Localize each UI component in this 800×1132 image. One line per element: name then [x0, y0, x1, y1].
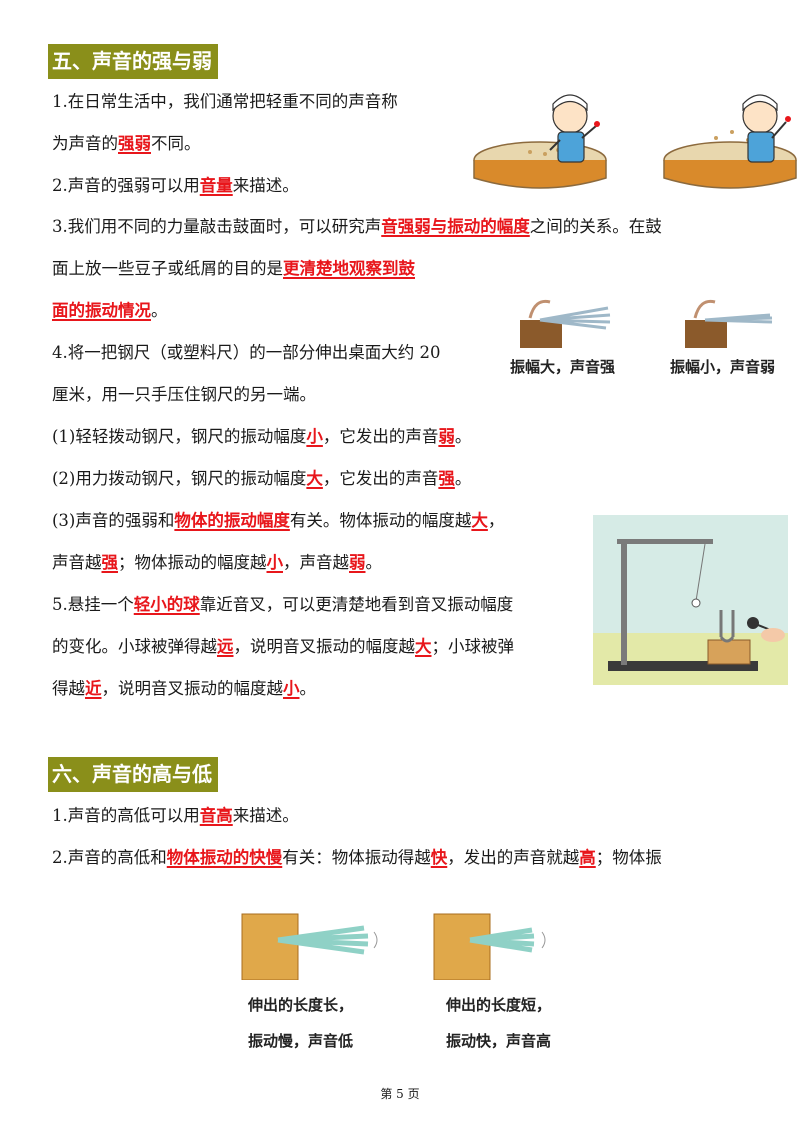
body-text: 的变化。小球被弹得越	[52, 637, 217, 656]
ruler-amplitude-illustration: 振幅大，声音强 振幅小，声音弱	[500, 290, 790, 382]
paragraph-line: (1)轻轻拨动钢尺，钢尺的振动幅度小，它发出的声音弱。	[52, 425, 471, 449]
section-heading-5: 五、声音的强与弱	[48, 44, 218, 79]
answer-text: 物体的振动幅度	[174, 511, 290, 530]
body-text: 。	[365, 553, 383, 572]
ruler-pitch-image	[241, 913, 546, 980]
answer-text: 强弱	[118, 134, 151, 153]
body-text: 1.在日常生活中，我们通常把轻重不同的声音称	[52, 92, 398, 111]
body-text: ；物体振	[595, 848, 662, 867]
paragraph-line: 为声音的强弱不同。	[52, 132, 201, 156]
heading-text: 五、声音的强与弱	[52, 49, 212, 73]
answer-text: 近	[85, 679, 102, 698]
answer-text: 面的振动情况	[52, 301, 151, 320]
answer-text: 小	[283, 679, 300, 698]
body-text: (2)用力拨动钢尺，钢尺的振动幅度	[52, 469, 307, 488]
body-text: 之间的关系。在鼓	[529, 217, 662, 236]
body-text: (1)轻轻拨动钢尺，钢尺的振动幅度	[52, 427, 307, 446]
body-text: 有关：物体振动得越	[282, 848, 431, 867]
answer-text: 大	[471, 511, 488, 530]
answer-text: 强	[438, 469, 455, 488]
ruler-caption-left: 振幅大，声音强	[510, 358, 616, 376]
body-text: 。	[151, 301, 168, 320]
paragraph-line: 3.我们用不同的力量敲击鼓面时，可以研究声音强弱与振动的幅度之间的关系。在鼓	[52, 215, 662, 239]
paragraph-line: 得越近，说明音叉振动的幅度越小。	[52, 677, 316, 701]
answer-text: 音强弱与振动的幅度	[381, 217, 530, 236]
paragraph-line: 的变化。小球被弹得越远，说明音叉振动的幅度越大；小球被弹	[52, 635, 514, 659]
ruler-amplitude-image	[520, 299, 773, 348]
pitch-caption-right-line1: 伸出的长度短，	[446, 996, 552, 1014]
body-text: ，说明音叉振动的幅度越	[101, 679, 284, 698]
tuning-fork-illustration	[593, 515, 788, 685]
body-text: ，它发出的声音	[322, 469, 439, 488]
body-text: 面上放一些豆子或纸屑的目的是	[52, 259, 283, 278]
answer-text: 小	[306, 427, 323, 446]
body-text: 不同。	[151, 134, 201, 153]
paragraph-line: 2.声音的高低和物体振动的快慢有关：物体振动得越快，发出的声音就越高；物体振	[52, 846, 662, 870]
body-text: 厘米，用一只手压住钢尺的另一端。	[52, 385, 316, 404]
paragraph-line: 5.悬挂一个轻小的球靠近音叉，可以更清楚地看到音叉振动幅度	[52, 593, 513, 617]
answer-text: 更清楚地观察到鼓	[283, 259, 415, 278]
heading-text: 六、声音的高与低	[52, 762, 212, 786]
answer-text: 高	[579, 848, 596, 867]
body-text: 得越	[52, 679, 85, 698]
body-text: ；小球被弹	[431, 637, 515, 656]
body-text: 1.声音的高低可以用	[52, 806, 200, 825]
answer-text: 音高	[199, 806, 233, 825]
pitch-caption-right-line2: 振动快，声音高	[446, 1032, 552, 1050]
drum-children-image	[473, 94, 797, 189]
tuning-fork-image	[593, 539, 788, 685]
body-text: 声音越	[52, 553, 102, 572]
pitch-caption-left-line2: 振动慢，声音低	[248, 1032, 354, 1050]
body-text: ，发出的声音就越	[447, 848, 580, 867]
answer-text: 弱	[349, 553, 366, 572]
ruler-pitch-illustration: 伸出的长度长， 振动慢，声音低 伸出的长度短， 振动快，声音高	[238, 902, 578, 1062]
body-text: 来描述。	[232, 176, 299, 195]
answer-text: 远	[217, 637, 234, 656]
paragraph-line: 1.声音的高低可以用音高来描述。	[52, 804, 299, 828]
answer-text: 快	[430, 848, 448, 867]
body-text: 4.将一把钢尺（或塑料尺）的一部分伸出桌面大约 20	[52, 343, 441, 362]
answer-text: 强	[101, 553, 119, 572]
ruler-caption-right: 振幅小，声音弱	[670, 358, 776, 376]
section-heading-6: 六、声音的高与低	[48, 757, 218, 792]
body-text: 3.我们用不同的力量敲击鼓面时，可以研究声	[52, 217, 382, 236]
paragraph-line: 面的振动情况。	[52, 299, 168, 323]
body-text: 来描述。	[232, 806, 299, 825]
answer-text: 大	[306, 469, 323, 488]
paragraph-line: 面上放一些豆子或纸屑的目的是更清楚地观察到鼓	[52, 257, 415, 281]
paragraph-line: 2.声音的强弱可以用音量来描述。	[52, 174, 299, 198]
drum-illustration	[470, 88, 800, 196]
body-text: 。	[454, 427, 472, 446]
pitch-caption-left-line1: 伸出的长度长，	[248, 996, 354, 1014]
body-text: 靠近音叉，可以更清楚地看到音叉振动幅度	[199, 595, 514, 614]
body-text: 。	[454, 469, 472, 488]
answer-text: 音量	[199, 176, 233, 195]
body-text: 有关。物体振动的幅度越	[289, 511, 472, 530]
body-text: ；物体振动的幅度越	[118, 553, 267, 572]
answer-text: 弱	[438, 427, 455, 446]
body-text: 5.悬挂一个	[52, 595, 134, 614]
paragraph-line: 4.将一把钢尺（或塑料尺）的一部分伸出桌面大约 20	[52, 341, 440, 365]
body-text: ，说明音叉振动的幅度越	[233, 637, 416, 656]
body-text: (3)声音的强弱和	[52, 511, 175, 530]
answer-text: 大	[415, 637, 432, 656]
body-text: 2.声音的强弱可以用	[52, 176, 200, 195]
paragraph-line: 声音越强；物体振动的幅度越小，声音越弱。	[52, 551, 382, 575]
paragraph-line: (3)声音的强弱和物体的振动幅度有关。物体振动的幅度越大，	[52, 509, 504, 533]
body-text: ，	[487, 511, 505, 530]
answer-text: 小	[266, 553, 284, 572]
answer-text: 轻小的球	[133, 595, 200, 614]
answer-text: 物体振动的快慢	[166, 848, 283, 867]
paragraph-line: 厘米，用一只手压住钢尺的另一端。	[52, 383, 316, 407]
body-text: 为声音的	[52, 134, 118, 153]
body-text: 2.声音的高低和	[52, 848, 167, 867]
body-text: ，声音越	[283, 553, 349, 572]
body-text: 。	[299, 679, 317, 698]
paragraph-line: (2)用力拨动钢尺，钢尺的振动幅度大，它发出的声音强。	[52, 467, 471, 491]
paragraph-line: 1.在日常生活中，我们通常把轻重不同的声音称	[52, 90, 398, 114]
page-number: 第 5 页	[380, 1087, 420, 1101]
body-text: ，它发出的声音	[322, 427, 439, 446]
